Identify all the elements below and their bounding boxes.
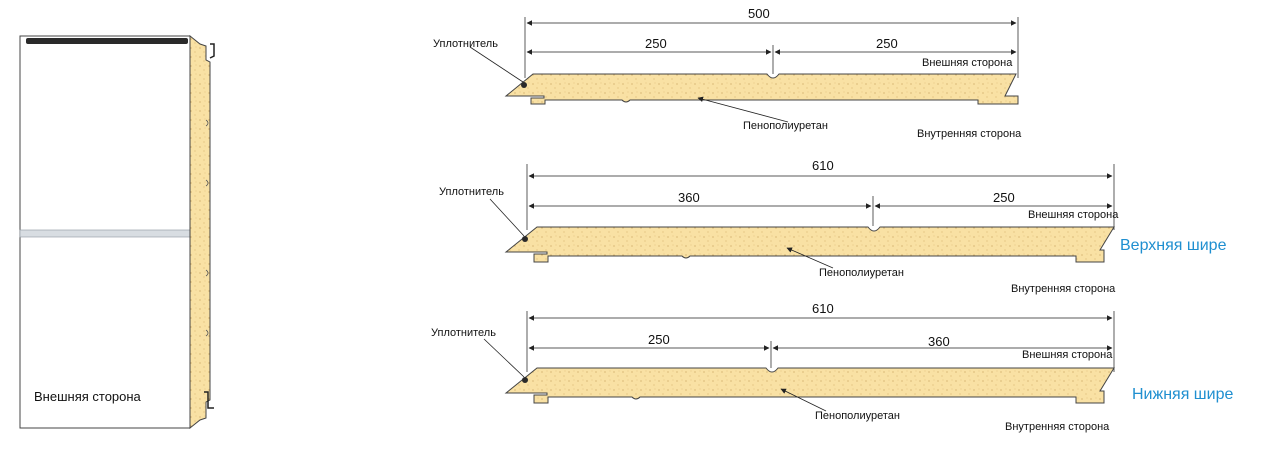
- door-outer-side-label: Внешняя сторона: [34, 389, 142, 404]
- bottom-hook: [204, 391, 214, 409]
- seal-icon: [521, 82, 527, 88]
- outer-side-label: Внешняя сторона: [922, 57, 1013, 69]
- foam-label: Пенополиуретан: [819, 267, 904, 279]
- left-dimension: 250: [645, 36, 667, 51]
- outer-side-label: Внешняя сторона: [1028, 209, 1119, 221]
- top-seal-strip: [26, 38, 188, 44]
- seal-icon: [522, 377, 528, 383]
- foam-label: Пенополиуретан: [815, 410, 900, 422]
- foam-cross-section: [504, 73, 1019, 105]
- profile-500: 500 250 250 Уплотнитель Пенополиуретан В…: [433, 6, 1022, 140]
- left-dimension: 250: [648, 332, 670, 347]
- foam-cross-section: [504, 226, 1115, 263]
- right-dimension: 250: [876, 36, 898, 51]
- profile-610-top-wider: 610 360 250 Уплотнитель Пенополиуретан В…: [439, 158, 1227, 295]
- top-hook: [209, 43, 215, 59]
- seal-label: Уплотнитель: [433, 38, 498, 50]
- inner-side-label: Внутренняя сторона: [1005, 421, 1110, 433]
- inner-side-label: Внутренняя сторона: [917, 128, 1022, 140]
- right-dimension: 360: [928, 334, 950, 349]
- variant-label: Верхняя шире: [1120, 237, 1227, 254]
- side-grooves: [205, 119, 209, 337]
- section-joint-line: [19, 229, 191, 238]
- inner-side-label: Внутренняя сторона: [1011, 283, 1116, 295]
- outer-side-label: Внешняя сторона: [1022, 349, 1113, 361]
- foam-cross-section: [504, 367, 1115, 404]
- left-dimension: 360: [678, 190, 700, 205]
- total-dimension: 610: [812, 301, 834, 316]
- total-dimension: 610: [812, 158, 834, 173]
- profile-610-bottom-wider: 610 250 360 Уплотнитель Пенополиуретан В…: [431, 301, 1233, 433]
- variant-label: Нижняя шире: [1132, 386, 1233, 403]
- seal-icon: [522, 236, 528, 242]
- door-panel: Внешняя сторона: [19, 34, 215, 430]
- seal-label: Уплотнитель: [431, 327, 496, 339]
- seal-label: Уплотнитель: [439, 186, 504, 198]
- total-dimension: 500: [748, 6, 770, 21]
- right-dimension: 250: [993, 190, 1015, 205]
- foam-label: Пенополиуретан: [743, 120, 828, 132]
- panel-side-edge: [189, 34, 211, 430]
